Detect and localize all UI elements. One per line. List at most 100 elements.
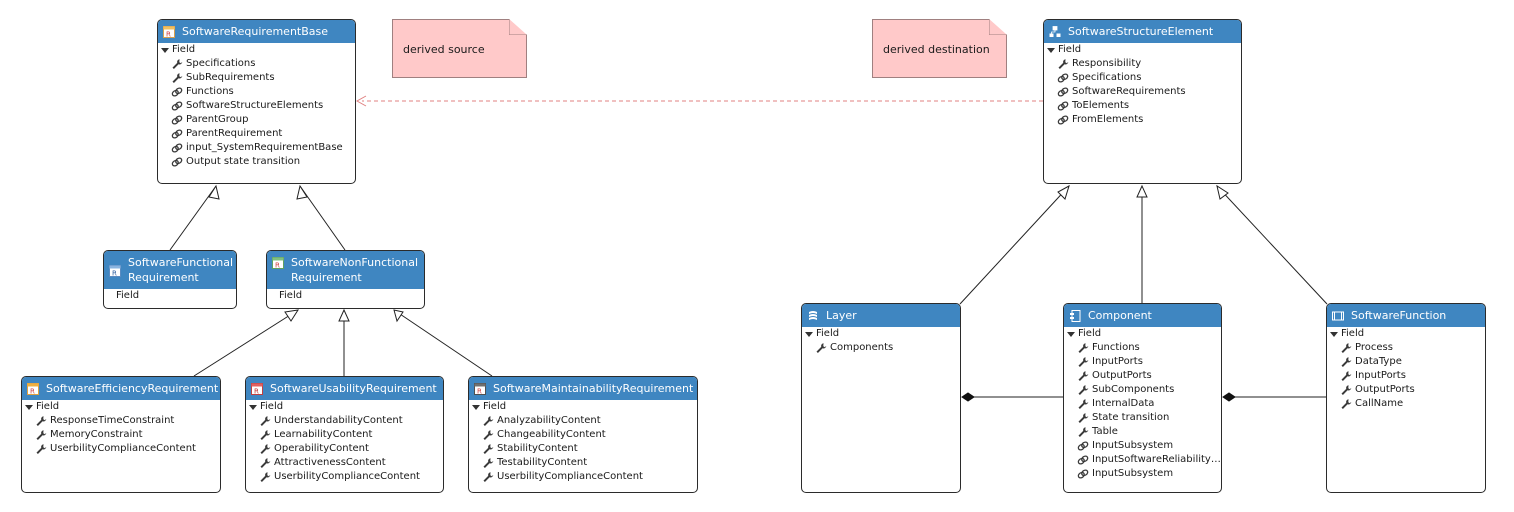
member-row[interactable]: ParentRequirement	[158, 127, 355, 141]
class-software-maintainability-requirement[interactable]: R SoftwareMaintainabilityRequirement Fie…	[468, 376, 698, 493]
note-derived-source[interactable]: derived source	[392, 19, 527, 78]
wrench-icon	[1341, 399, 1352, 409]
member-row[interactable]: InputSoftwareReliabilityR...	[1064, 453, 1221, 467]
class-header[interactable]: R SoftwareEfficiencyRequirement	[22, 377, 220, 400]
class-software-usability-requirement[interactable]: R SoftwareUsabilityRequirement Field Und…	[245, 376, 444, 493]
member-row[interactable]: SubComponents	[1064, 383, 1221, 397]
class-header[interactable]: Layer	[802, 304, 960, 327]
member-row[interactable]: Components	[802, 341, 960, 355]
member-row[interactable]: ToElements	[1044, 99, 1241, 113]
member-row[interactable]: input_SystemRequirementBase	[158, 141, 355, 155]
field-section-toggle[interactable]: Field	[1064, 327, 1221, 341]
class-software-structure-element[interactable]: SoftwareStructureElement Field Responsib…	[1043, 19, 1242, 184]
reference-link-icon	[171, 143, 183, 153]
class-header[interactable]: SoftwareFunction	[1327, 304, 1485, 327]
member-row[interactable]: InputPorts	[1064, 355, 1221, 369]
member-row[interactable]: OutputPorts	[1064, 369, 1221, 383]
member-row[interactable]: Functions	[1064, 341, 1221, 355]
member-row[interactable]: AnalyzabilityContent	[469, 414, 697, 428]
field-section-toggle[interactable]: Field	[246, 400, 443, 414]
wrench-icon	[260, 458, 271, 468]
class-header[interactable]: SoftwareStructureElement	[1044, 20, 1241, 43]
member-row[interactable]: SoftwareStructureElements	[158, 99, 355, 113]
member-row[interactable]: ResponseTimeConstraint	[22, 414, 220, 428]
member-row[interactable]: Table	[1064, 425, 1221, 439]
class-software-efficiency-requirement[interactable]: R SoftwareEfficiencyRequirement Field Re…	[21, 376, 221, 493]
member-name: Functions	[186, 86, 234, 97]
member-row[interactable]: TestabilityContent	[469, 456, 697, 470]
member-name: OperabilityContent	[274, 443, 369, 454]
member-row[interactable]: Output state transition	[158, 155, 355, 169]
member-row[interactable]: StabilityContent	[469, 442, 697, 456]
member-row[interactable]: LearnabilityContent	[246, 428, 443, 442]
member-row[interactable]: UnderstandabilityContent	[246, 414, 443, 428]
class-header[interactable]: R SoftwareNonFunctional Requirement	[267, 251, 424, 289]
field-section-toggle[interactable]: Field	[158, 43, 355, 57]
section-label: Field	[816, 328, 840, 339]
member-row[interactable]: OutputPorts	[1327, 383, 1485, 397]
member-row[interactable]: SubRequirements	[158, 71, 355, 85]
reference-link-icon	[1057, 73, 1069, 83]
member-row[interactable]: InputSubsystem	[1064, 467, 1221, 481]
member-row[interactable]: Functions	[158, 85, 355, 99]
field-section-toggle[interactable]: Field	[1044, 43, 1241, 57]
member-row[interactable]: MemoryConstraint	[22, 428, 220, 442]
class-header[interactable]: R SoftwareMaintainabilityRequirement	[469, 377, 697, 400]
member-row[interactable]: AttractivenessContent	[246, 456, 443, 470]
member-row[interactable]: OperabilityContent	[246, 442, 443, 456]
class-name: SoftwareStructureElement	[1068, 25, 1214, 38]
derived-link-arrowhead	[355, 95, 367, 107]
class-header[interactable]: Component	[1064, 304, 1221, 327]
member-name: SoftwareStructureElements	[186, 100, 324, 111]
wrench-icon	[1078, 427, 1089, 437]
note-derived-destination[interactable]: derived destination	[872, 19, 1007, 78]
member-row[interactable]: State transition	[1064, 411, 1221, 425]
field-section-toggle[interactable]: Field	[1327, 327, 1485, 341]
member-row[interactable]: CallName	[1327, 397, 1485, 411]
field-section-toggle[interactable]: Field	[469, 400, 697, 414]
wrench-icon	[36, 430, 47, 440]
member-name: ParentRequirement	[186, 128, 283, 139]
member-row[interactable]: UserbilityComplianceContent	[22, 442, 220, 456]
member-row[interactable]: DataType	[1327, 355, 1485, 369]
wrench-icon	[1341, 357, 1352, 367]
wrench-icon	[172, 59, 183, 69]
member-row[interactable]: InputPorts	[1327, 369, 1485, 383]
requirement-class-icon: R	[251, 383, 263, 395]
class-layer[interactable]: Layer Field Components	[801, 303, 961, 493]
member-row[interactable]: ParentGroup	[158, 113, 355, 127]
member-name: SubRequirements	[186, 72, 275, 83]
reference-link-icon	[1057, 101, 1069, 111]
member-row[interactable]: Specifications	[1044, 71, 1241, 85]
section-label: Field	[1078, 328, 1102, 339]
field-section-toggle[interactable]: Field	[802, 327, 960, 341]
member-row[interactable]: UserbilityComplianceContent	[246, 470, 443, 484]
wrench-icon	[36, 444, 47, 454]
member-row[interactable]: ChangeabilityContent	[469, 428, 697, 442]
member-row[interactable]: SoftwareRequirements	[1044, 85, 1241, 99]
member-row[interactable]: InternalData	[1064, 397, 1221, 411]
member-row[interactable]: UserbilityComplianceContent	[469, 470, 697, 484]
member-row[interactable]: InputSubsystem	[1064, 439, 1221, 453]
class-software-requirement-base[interactable]: R SoftwareRequirementBase Field Specific…	[157, 19, 356, 184]
section-label: Field	[483, 401, 507, 412]
member-name: Process	[1355, 342, 1393, 353]
layers-class-icon	[809, 311, 817, 320]
class-header[interactable]: R SoftwareFunctional Requirement	[104, 251, 236, 289]
wrench-icon	[1078, 343, 1089, 353]
class-software-functional-requirement[interactable]: R SoftwareFunctional Requirement Field	[103, 250, 237, 309]
collapse-triangle-icon	[1047, 48, 1055, 53]
member-row[interactable]: Responsibility	[1044, 57, 1241, 71]
member-row[interactable]: Process	[1327, 341, 1485, 355]
field-section-toggle[interactable]: Field	[22, 400, 220, 414]
member-row[interactable]: FromElements	[1044, 113, 1241, 127]
class-header[interactable]: R SoftwareRequirementBase	[158, 20, 355, 43]
class-software-nonfunctional-requirement[interactable]: R SoftwareNonFunctional Requirement Fiel…	[266, 250, 425, 309]
member-row[interactable]: Specifications	[158, 57, 355, 71]
class-header[interactable]: R SoftwareUsabilityRequirement	[246, 377, 443, 400]
member-name: Specifications	[186, 58, 256, 69]
